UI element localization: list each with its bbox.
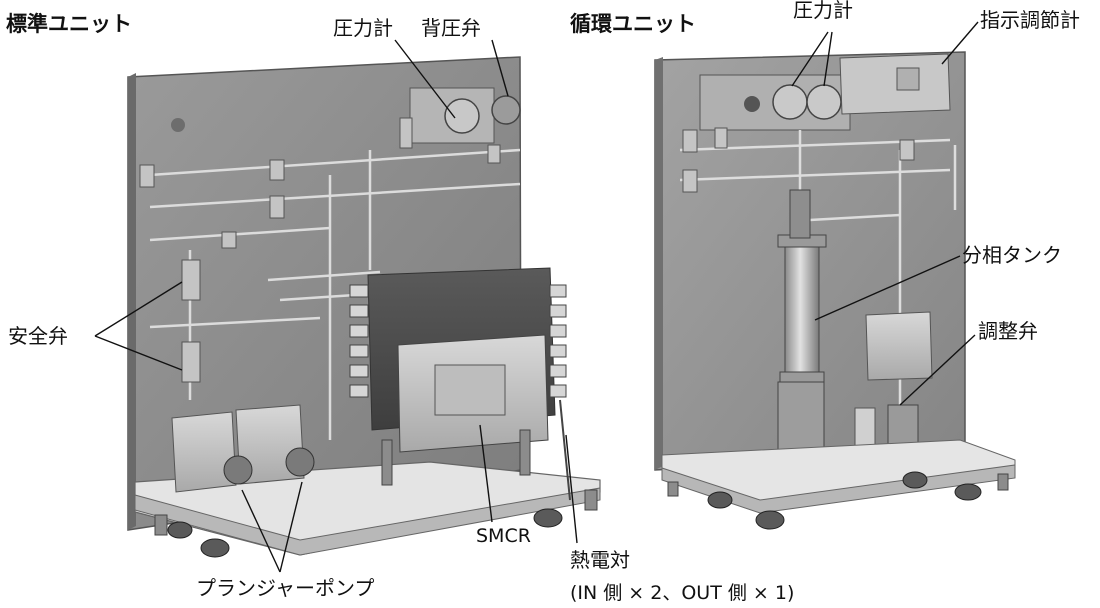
label-safety-valve: 安全弁: [8, 324, 68, 348]
label-plunger-pump: プランジャーポンプ: [196, 576, 375, 600]
indicator-controller-box: [839, 53, 951, 115]
regulating-valve-box: [865, 311, 933, 381]
phase-separation-tank: [784, 239, 820, 376]
plunger-pump-head-2: [285, 447, 315, 477]
label-pressure-gauge-standard: 圧力計: [333, 16, 393, 40]
label-indicator-controller: 指示調節計: [980, 8, 1080, 32]
leader-lines: [94, 21, 979, 573]
label-thermocouple-note: (IN 側 × 2、OUT 側 × 1): [570, 582, 795, 604]
standard-unit-title: 標準ユニット: [6, 12, 132, 36]
label-back-pressure-valve: 背圧弁: [421, 16, 481, 40]
circulation-unit-drawing: [654, 51, 1016, 530]
label-phase-separation-tank: 分相タンク: [962, 243, 1062, 267]
circ-pressure-gauge-2-icon: [806, 84, 842, 120]
standard-unit-drawing: [127, 56, 601, 558]
circ-pressure-gauge-1-icon: [772, 84, 808, 120]
label-pressure-gauge-circulation: 圧力計: [793, 0, 853, 22]
circulation-unit-title: 循環ユニット: [570, 12, 696, 36]
std-pressure-gauge-icon: [444, 98, 480, 134]
back-pressure-valve-icon: [491, 95, 521, 125]
label-regulating-valve: 調整弁: [978, 319, 1038, 343]
label-smcr: SMCR: [476, 525, 531, 547]
plunger-pump-box-1: [171, 411, 237, 493]
label-thermocouple: 熱電対: [570, 548, 630, 572]
plunger-pump-head-1: [223, 455, 253, 485]
